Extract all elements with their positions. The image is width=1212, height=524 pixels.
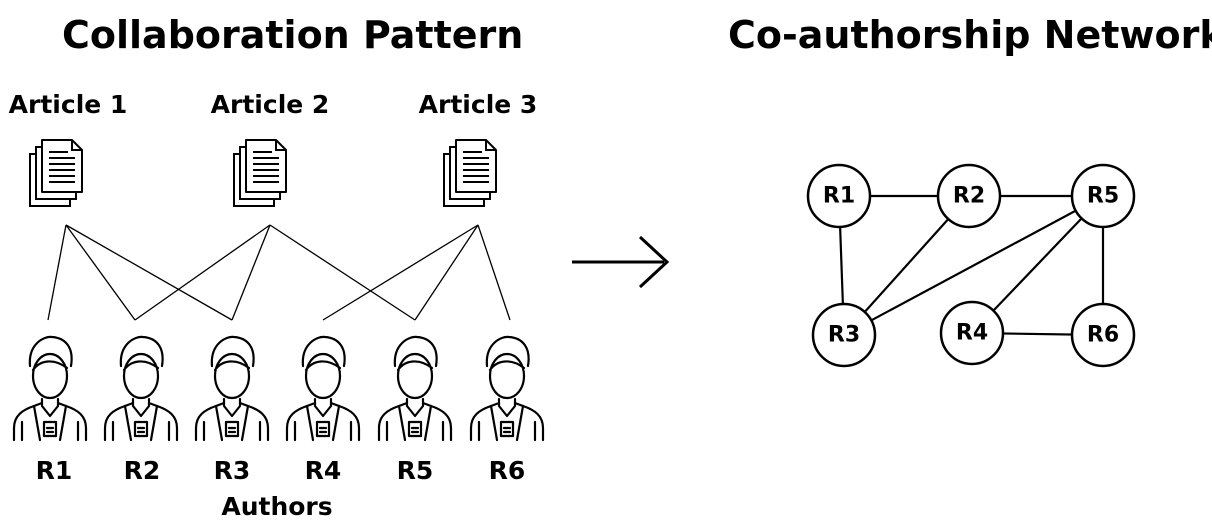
author-label-r5: R5 (396, 456, 434, 485)
network-node-label-r2: R2 (953, 184, 985, 209)
author-label-r2: R2 (123, 456, 161, 485)
person-with-badge-icon (103, 335, 179, 442)
person-with-badge-icon (377, 335, 453, 442)
article-label-1: Article 1 (8, 90, 128, 119)
document-stack-icon (29, 139, 83, 207)
network-node-r2 (936, 163, 1002, 229)
authors-caption: Authors (221, 492, 333, 521)
author-label-r1: R1 (35, 456, 73, 485)
right-title: Co-authorship Network (728, 13, 1212, 57)
network-node-label-r4: R4 (956, 321, 988, 346)
author-label-r4: R4 (304, 456, 342, 485)
network-node-label-r6: R6 (1087, 323, 1119, 348)
author-label-r6: R6 (488, 456, 526, 485)
left-title: Collaboration Pattern (62, 13, 524, 57)
network-node-label-r1: R1 (823, 184, 855, 209)
document-stack-icon (233, 139, 287, 207)
network-node-r6 (1070, 302, 1136, 368)
network-node-r4 (939, 300, 1005, 366)
network-node-label-r5: R5 (1087, 184, 1119, 209)
network-node-label-r3: R3 (828, 323, 860, 348)
person-with-badge-icon (469, 335, 545, 442)
person-with-badge-icon (285, 335, 361, 442)
network-node-r3 (811, 302, 877, 368)
author-label-r3: R3 (213, 456, 251, 485)
article-label-2: Article 2 (210, 90, 330, 119)
article-label-3: Article 3 (418, 90, 538, 119)
person-with-badge-icon (194, 335, 270, 442)
arrow-right-icon (572, 235, 670, 289)
network-node-r1 (806, 163, 872, 229)
document-stack-icon (443, 139, 497, 207)
network-node-r5 (1070, 163, 1136, 229)
person-with-badge-icon (12, 335, 88, 442)
authorship-lines (47, 224, 511, 321)
